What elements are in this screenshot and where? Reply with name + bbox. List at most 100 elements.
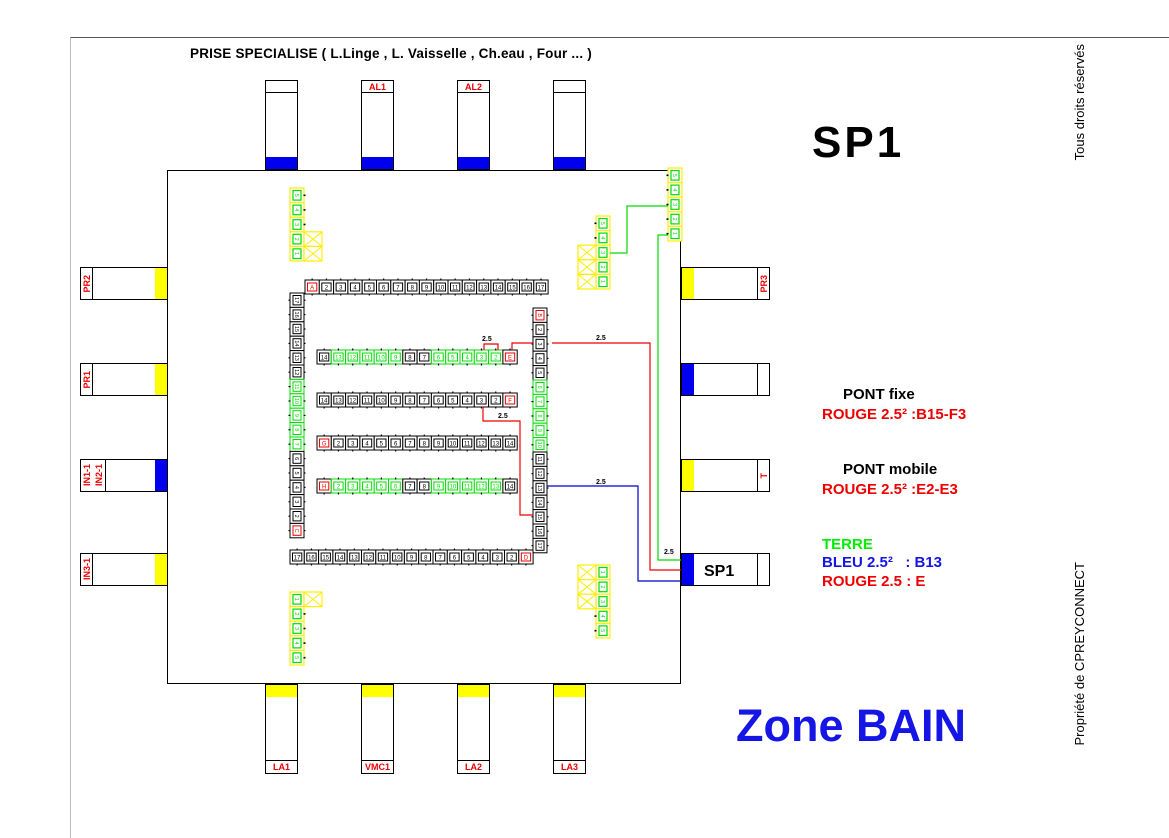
terminal-row-e-pin [409, 363, 411, 366]
terminal-top-row-cell-label: 2 [325, 286, 329, 292]
earth-block-bottom-right-pin [594, 629, 597, 632]
terminal-top-row-cell-inner [450, 282, 461, 292]
zone-title: Zone BAIN [736, 700, 966, 751]
module-left [80, 553, 168, 586]
earth-block-bottom-left-cell-label: 3 [293, 627, 299, 630]
terminal-row-g-pin [495, 434, 497, 437]
terminal-row-f-cell-inner [404, 395, 416, 405]
terminal-right-col-cell-label: 13 [536, 485, 542, 491]
terminal-row-f-pin [423, 391, 425, 394]
terminal-right-col-cell-label: 17 [536, 543, 542, 549]
terminal-row-g-cell-label: 6 [394, 442, 398, 448]
earth-block-bottom-right-blank-cross [577, 564, 597, 580]
terminal-row-g-pin [423, 434, 425, 437]
earth-block-bottom-left-pin [303, 613, 306, 615]
module-right-tab [682, 460, 694, 491]
terminal-top-row-pin [325, 278, 328, 281]
terminal-left-col-pin [303, 414, 306, 416]
terminal-left-col-cell-inner [292, 525, 302, 536]
terminal-bottom-row-cell-inner [477, 552, 489, 562]
terminal-left-col-pin [288, 501, 291, 503]
earth-block-bottom-left-cell-inner [292, 593, 302, 605]
terminal-right-col-cell-label: 3 [536, 342, 542, 345]
terminal-row-f-cell-label: 9 [394, 399, 398, 405]
terminal-row-e-pin [323, 363, 325, 366]
terminal-row-e-cell-inner [447, 352, 459, 362]
terminal-row-f-cell-inner [361, 395, 373, 405]
terminal-top-row-cell-inner [321, 282, 332, 292]
terminal-top-row-pin [340, 278, 342, 281]
terminal-row-e-cell-inner [504, 352, 516, 362]
module-right-tab [682, 268, 694, 299]
terminal-right-col-pin [546, 516, 549, 518]
terminal-right-col-pin [531, 415, 534, 417]
terminal-right-col-cell-label: 16 [536, 528, 542, 534]
terminal-row-f-cell-label: 6 [437, 399, 441, 405]
terminal-row-g-pin [337, 434, 340, 437]
terminal-right-col-pin [546, 401, 549, 403]
terminal-row-h-cell-label: 7 [408, 485, 412, 491]
terminal-row-h-pin [352, 477, 354, 480]
terminal-right-col-pin [546, 357, 549, 359]
earth-block-top-right-b-cell-label: 5 [671, 174, 677, 177]
terminal-row-h-pin [452, 492, 454, 495]
terminal-row-f-pin [495, 391, 497, 394]
earth-block-bottom-right-cell-inner [598, 610, 608, 622]
terminal-row-f-cell-inner [504, 395, 516, 405]
terminal-right-col-pin [546, 487, 549, 489]
terminal-row-e-pin [466, 363, 468, 366]
terminal-top-row-cell-inner [478, 282, 489, 292]
terminal-bottom-row-cell-label: 9 [410, 556, 414, 562]
terminal-bottom-row-cell-inner [292, 552, 303, 562]
earth-block-bottom-left-pin [303, 656, 306, 659]
terminal-row-e-pin [495, 363, 497, 366]
earth-block-top-right-a-cell-label: 1 [599, 280, 605, 283]
terminal-row-h-pin [466, 477, 468, 480]
earth-block-bottom-right-blank-cross [577, 579, 597, 595]
terminal-right-col-pin [546, 429, 549, 431]
module-left-tab [155, 268, 167, 299]
terminal-row-g-pin [366, 449, 368, 452]
terminal-row-f-pin [509, 391, 511, 394]
legend-pont-fixe-value: ROUGE 2.5² :B15-F3 [822, 406, 967, 423]
terminal-right-col-cell-inner [535, 382, 545, 393]
terminal-row-g-cell-label: 13 [492, 442, 499, 448]
terminal-left-col-cell-label: C [293, 529, 299, 533]
terminal-row-h-cell-label: 9 [437, 485, 441, 491]
terminal-row-f-cell-label: 3 [480, 399, 484, 405]
legend-pont-mobile-value: ROUGE 2.5² :E2-E3 [822, 481, 958, 498]
terminal-row-f-pin [323, 391, 325, 394]
terminal-row-g-pin [452, 434, 454, 437]
terminal-left-col-cell-label: 16 [293, 312, 299, 318]
terminal-left-col-cell-label: 12 [293, 369, 299, 375]
earth-block-top-left-blank-cross [303, 231, 323, 247]
module-left-label: PR2 [80, 267, 93, 300]
terminal-top-row-cell-inner [492, 282, 504, 292]
terminal-row-h-cell-label: 3 [351, 485, 355, 491]
terminal-left-col-cell-inner [292, 309, 302, 320]
terminal-row-h-cell-inner [390, 481, 401, 491]
terminal-top-row-cell-label: 13 [480, 286, 487, 292]
terminal-row-g-cell-inner [361, 438, 373, 448]
terminal-bottom-row-pin [382, 563, 384, 566]
terminal-bottom-row-cell-label: 4 [481, 556, 485, 562]
terminal-left-col-cell-label: 4 [293, 486, 299, 489]
terminal-left-col-pin [303, 443, 306, 445]
terminal-top-row-pin [497, 278, 499, 281]
terminal-row-h-cell-label: 10 [450, 485, 457, 491]
terminal-left-col-pin [288, 371, 291, 373]
terminal-row-e-pin [423, 348, 425, 351]
terminal-top-row-pin [425, 293, 428, 296]
terminal-bottom-row-pin [453, 548, 456, 551]
module-right-label [757, 363, 770, 396]
legend-pont-mobile-title: PONT mobile [843, 461, 938, 478]
wire-red-e [511, 342, 533, 350]
terminal-top-row-pin [368, 278, 370, 281]
terminal-bottom-row-pin [439, 548, 441, 551]
terminal-row-f-pin [466, 391, 468, 394]
terminal-left-col-pin [288, 342, 291, 344]
terminal-row-e-cell-inner [319, 352, 330, 362]
terminal-bottom-row-cell-label: 7 [438, 556, 442, 562]
earth-block-top-left-cell-label: 1 [293, 252, 299, 255]
terminal-top-row-cell-inner [349, 282, 361, 292]
